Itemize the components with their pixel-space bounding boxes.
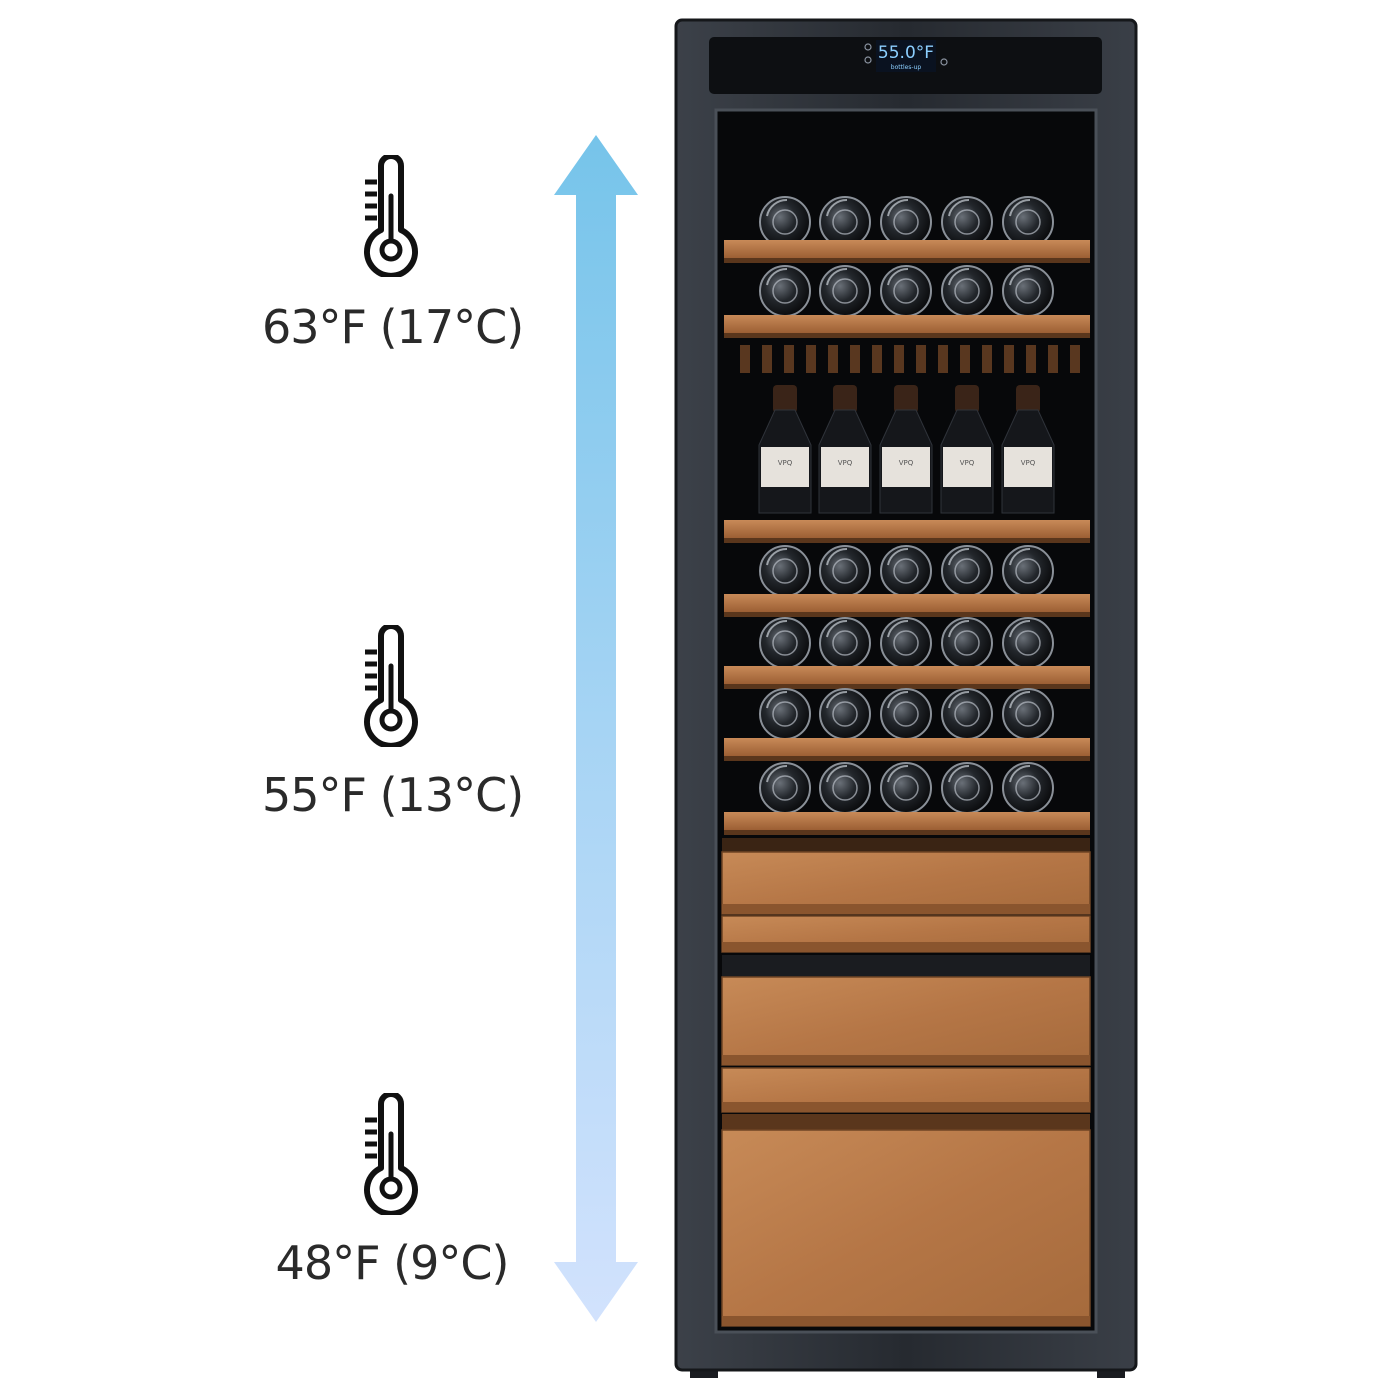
interior-contents: VPQ VPQ VPQ VPQ VPQ <box>721 196 1091 1327</box>
bottle-label <box>821 447 869 487</box>
bottle-end <box>1002 688 1054 740</box>
standing-bottle <box>894 385 918 413</box>
bottle-label-text: VPQ <box>899 459 914 467</box>
bottle-end <box>1002 762 1054 814</box>
bottle-end <box>819 688 871 740</box>
bottle-label-text: VPQ <box>778 459 793 467</box>
thermometer-icon <box>365 626 415 746</box>
bottle-end <box>880 265 932 317</box>
wooden-shelf <box>724 315 1090 333</box>
bottle-end <box>759 688 811 740</box>
bottle-end <box>880 617 932 669</box>
thermometer-icon <box>365 156 415 276</box>
bottle-label <box>1004 447 1052 487</box>
wooden-shelf <box>724 520 1090 538</box>
wooden-shelf <box>724 738 1090 756</box>
wooden-drawer <box>721 1129 1091 1327</box>
bottle-end <box>759 762 811 814</box>
wooden-shelf <box>724 240 1090 258</box>
temperature-label-bottom: 48°F (9°C) <box>275 1236 510 1290</box>
bottle-end <box>941 688 993 740</box>
bottle-end <box>819 196 871 248</box>
panel-button <box>864 43 872 51</box>
bottle-end <box>880 545 932 597</box>
thermometer-icon <box>365 1094 415 1214</box>
bottle-end <box>819 265 871 317</box>
bottle-end <box>759 265 811 317</box>
bottle-label-text: VPQ <box>960 459 975 467</box>
standing-bottle <box>955 385 979 413</box>
bottle-end <box>1002 617 1054 669</box>
bottle-label <box>943 447 991 487</box>
standing-bottle <box>833 385 857 413</box>
display-temperature: 55.0°F <box>878 43 934 63</box>
bottle-end <box>941 196 993 248</box>
temperature-label-middle: 55°F (13°C) <box>262 768 524 822</box>
wooden-shelf <box>724 812 1090 830</box>
bottle-end <box>1002 196 1054 248</box>
display-status: bottles-up <box>891 64 922 71</box>
bottle-end <box>759 545 811 597</box>
standing-bottle <box>773 385 797 413</box>
temperature-display <box>876 40 936 72</box>
bottle-end <box>941 617 993 669</box>
bottle-end <box>941 545 993 597</box>
wooden-shelf <box>724 594 1090 612</box>
power-button <box>940 58 948 66</box>
bottle-end <box>941 762 993 814</box>
bottle-end <box>759 617 811 669</box>
bottle-label-text: VPQ <box>1021 459 1036 467</box>
standing-bottle <box>1016 385 1040 413</box>
wooden-drawer <box>721 976 1091 1066</box>
temperature-gradient-arrow <box>554 135 638 1322</box>
wooden-shelf <box>724 666 1090 684</box>
bottle-end <box>1002 265 1054 317</box>
bottle-end <box>819 617 871 669</box>
bottle-end <box>880 762 932 814</box>
bottle-end <box>941 265 993 317</box>
bottle-label <box>761 447 809 487</box>
wooden-drawer <box>721 851 1091 915</box>
bottle-label-text: VPQ <box>838 459 853 467</box>
temperature-label-top: 63°F (17°C) <box>262 300 524 354</box>
bottle-end <box>880 688 932 740</box>
bottle-end <box>759 196 811 248</box>
bottle-end <box>880 196 932 248</box>
panel-button <box>864 56 872 64</box>
bottle-label <box>882 447 930 487</box>
bottle-end <box>819 545 871 597</box>
wine-cabinet: 55.0°F bottles-up VPQ VPQ VPQ VPQ VPQ <box>674 18 1138 1378</box>
bottle-end <box>819 762 871 814</box>
bottle-end <box>1002 545 1054 597</box>
